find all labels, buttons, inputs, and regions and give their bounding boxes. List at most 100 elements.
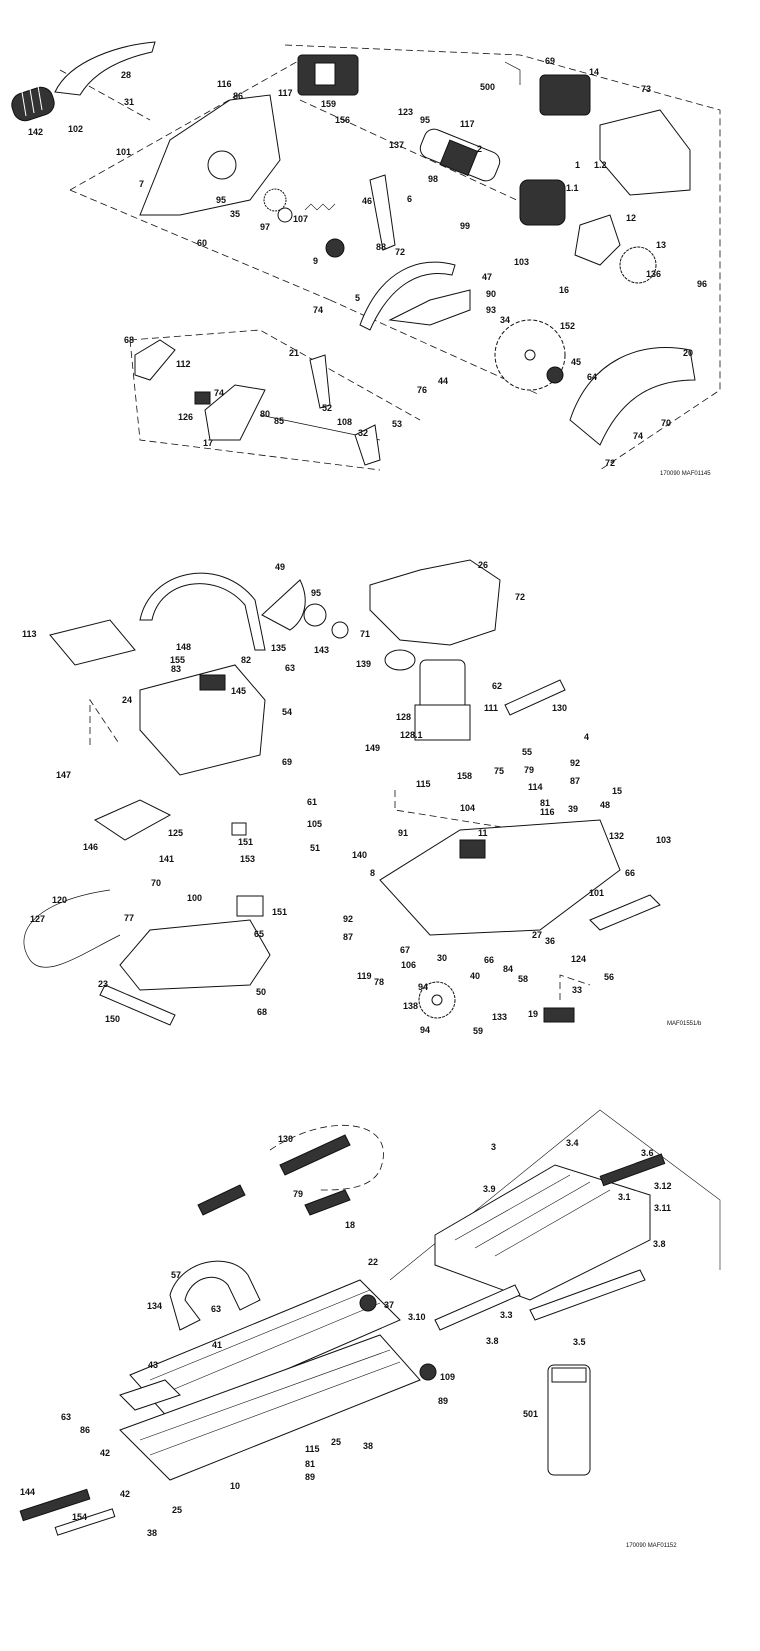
drawing-code-3: 170090 MAF01152 [626,1543,677,1549]
label-36: 36 [545,936,555,946]
label-16: 16 [559,285,569,295]
label-27: 27 [532,930,542,940]
label-69: 69 [545,56,555,66]
label-48: 48 [600,800,610,810]
label-90: 90 [486,289,496,299]
base-casting-8-icon [379,819,621,936]
label-101: 101 [116,147,131,157]
label-3.12: 3.12 [654,1181,672,1191]
label-1: 1 [575,160,580,170]
armature-2-icon [419,128,501,182]
label-38a: 38 [363,1441,373,1451]
label-3.6: 3.6 [641,1148,654,1158]
label-37: 37 [384,1300,394,1310]
label-79: 79 [293,1189,303,1199]
label-145: 145 [231,686,246,696]
label-95b: 95 [420,115,430,125]
label-93: 93 [486,305,496,315]
gear-35-icon [263,188,287,212]
label-107: 107 [293,214,308,224]
label-1.2: 1.2 [594,160,607,170]
label-137: 137 [389,140,404,150]
label-26: 26 [478,560,488,570]
label-4: 4 [584,732,589,742]
label-144: 144 [20,1487,35,1497]
label-99: 99 [460,221,470,231]
base-rail-10-icon [119,1334,421,1481]
label-57: 57 [171,1270,181,1280]
label-38b: 38 [147,1528,157,1538]
label-74c: 74 [214,388,224,398]
handle-28-icon [54,41,156,96]
label-153: 153 [240,854,255,864]
label-70: 70 [151,878,161,888]
label-70: 70 [661,418,671,428]
label-79: 79 [524,765,534,775]
body-24-icon [139,664,266,776]
label-102: 102 [68,124,83,134]
label-25b: 25 [172,1505,182,1515]
label-123: 123 [398,107,413,117]
label-111: 111 [484,703,498,713]
label-142: 142 [28,127,43,137]
label-89b: 89 [305,1472,315,1482]
label-87a: 87 [570,776,580,786]
base-plate-23-icon [119,919,271,991]
label-3.9: 3.9 [483,1184,496,1194]
label-3.11: 3.11 [654,1203,671,1213]
label-72: 72 [515,592,525,602]
label-125: 125 [168,828,183,838]
label-46: 46 [362,196,372,206]
label-115: 115 [416,779,431,789]
label-138: 138 [403,1001,418,1011]
label-69: 69 [282,757,292,767]
fan-13-icon [619,246,657,284]
label-95a: 95 [216,195,226,205]
label-155: 155 [170,655,185,665]
handle-134-icon [169,1260,261,1331]
label-60: 60 [197,238,207,248]
label-92b: 92 [343,914,353,924]
label-140: 140 [352,850,367,860]
label-55: 55 [522,747,532,757]
label-44: 44 [438,376,448,386]
label-97: 97 [260,222,270,232]
label-120: 120 [52,895,67,905]
label-82: 82 [241,655,251,665]
label-3.4: 3.4 [566,1138,579,1148]
label-98: 98 [428,174,438,184]
label-103b: 103 [656,835,671,845]
label-128: 128 [396,712,411,722]
label-86: 86 [80,1425,90,1435]
drawing-code-1: 170090 MAF01145 [660,471,711,477]
label-63a: 63 [211,1304,221,1314]
label-3.10: 3.10 [408,1312,426,1322]
label-130: 130 [278,1134,293,1144]
label-152: 152 [560,321,575,331]
motor-housing-1-icon [599,109,691,196]
label-156: 156 [335,115,350,125]
label-47: 47 [482,272,492,282]
brush-holder-14-icon [539,74,591,116]
label-96: 96 [697,279,707,289]
label-35: 35 [230,209,240,219]
label-33: 33 [572,985,582,995]
label-84: 84 [503,964,513,974]
label-56: 56 [604,972,614,982]
label-63b: 63 [61,1412,71,1422]
label-3.3: 3.3 [500,1310,513,1320]
label-106: 106 [401,960,416,970]
label-1.1: 1.1 [566,183,579,193]
label-32: 32 [358,428,368,438]
drawing-code-2: MAF01551/b [667,1021,702,1027]
label-73: 73 [641,84,651,94]
label-21: 21 [289,348,299,358]
label-58: 58 [518,974,528,984]
label-74a: 74 [313,305,323,315]
label-39: 39 [568,804,578,814]
label-50: 50 [256,987,266,997]
label-3.8b: 3.8 [486,1336,499,1346]
section-joiner-assembly: 49 95 143 26 72 71 139 113 148 155 83 82… [22,559,702,1036]
label-89a: 89 [438,1396,448,1406]
